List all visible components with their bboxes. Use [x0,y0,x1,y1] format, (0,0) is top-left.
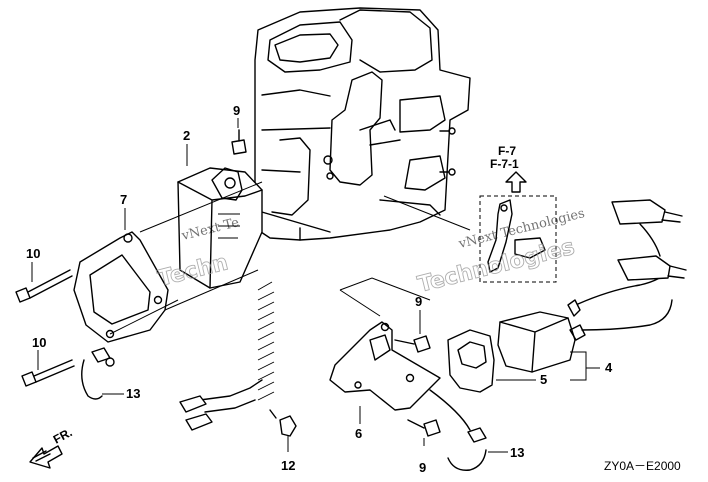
bolt-10-upper[interactable] [15,269,73,303]
callout-2: 2 [183,128,190,143]
bolt-10-lower[interactable] [21,359,75,387]
callout-9-bottom: 9 [419,460,426,475]
callout-6: 6 [355,426,362,441]
callout-10-lower: 10 [32,335,46,350]
callout-labels: 2 4 5 6 7 9 9 9 10 10 12 13 13 [26,103,613,475]
bracket-part-7[interactable] [73,231,169,343]
ignition-coil-part-4[interactable] [497,199,687,373]
clip-13-left[interactable] [81,347,115,400]
inset-detail [479,171,557,283]
bracket-part-6[interactable] [329,321,441,411]
front-arrow [29,445,63,469]
diagram-code: ZY0A－E2000 [604,459,681,473]
callout-12: 12 [281,458,295,473]
callout-9-top: 9 [233,103,240,118]
callout-9-mid: 9 [415,294,422,309]
callout-13-left: 13 [126,386,140,401]
rubber-mount-part-5[interactable] [447,329,495,393]
callout-13-right: 13 [510,445,524,460]
grommet-12[interactable] [269,409,297,437]
callout-10-upper: 10 [26,246,40,261]
reference-f7[interactable]: F-7 [498,144,516,158]
bolt-9-mid[interactable] [394,335,431,353]
bolt-9-top[interactable] [231,129,247,155]
clip-13-right[interactable] [429,389,487,471]
watermark-line2b: Technologies [415,235,577,298]
callout-4: 4 [605,360,613,375]
cooling-fins [179,281,275,431]
up-arrow-icon [505,171,527,193]
callout-7: 7 [120,192,127,207]
bolt-9-bottom[interactable] [407,419,441,437]
leader-lines [31,118,600,453]
front-marker: FR. [51,425,75,446]
callout-5: 5 [540,372,547,387]
reference-f7-1[interactable]: F-7-1 [490,157,519,171]
guide-lines [109,181,471,335]
engine-block [254,7,471,241]
